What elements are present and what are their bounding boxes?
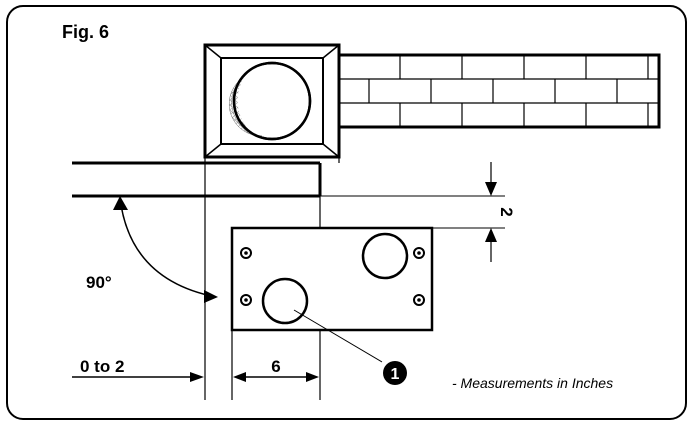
plate-screw <box>413 247 425 259</box>
gap-dimension: 2 <box>485 162 516 262</box>
plate-hole-upper <box>361 232 409 280</box>
width-label: 6 <box>271 357 280 376</box>
plate-screw <box>413 294 425 306</box>
gate-leaf <box>72 161 322 198</box>
gap-dimension-label: 2 <box>497 207 516 216</box>
offset-label: 0 to 2 <box>80 357 124 376</box>
brick-wall <box>337 53 661 129</box>
figure-border <box>6 5 687 420</box>
callout-number: 1 <box>391 366 400 383</box>
figure-title: Fig. 6 <box>62 22 109 42</box>
measurement-note: - Measurements in Inches <box>452 375 613 391</box>
callout-badge: 1 <box>383 361 407 385</box>
plate-screw <box>240 247 252 259</box>
plate-hole-lower <box>261 277 309 325</box>
angle-label: 90° <box>86 273 112 292</box>
width-dimension: 6 <box>233 357 319 382</box>
angle-indicator: 90° <box>86 196 218 303</box>
offset-dimension: 0 to 2 <box>72 357 204 382</box>
mounting-plate <box>230 226 434 332</box>
plate-screw <box>240 294 252 306</box>
callout-leader <box>293 309 383 363</box>
pillar-post <box>203 43 341 159</box>
